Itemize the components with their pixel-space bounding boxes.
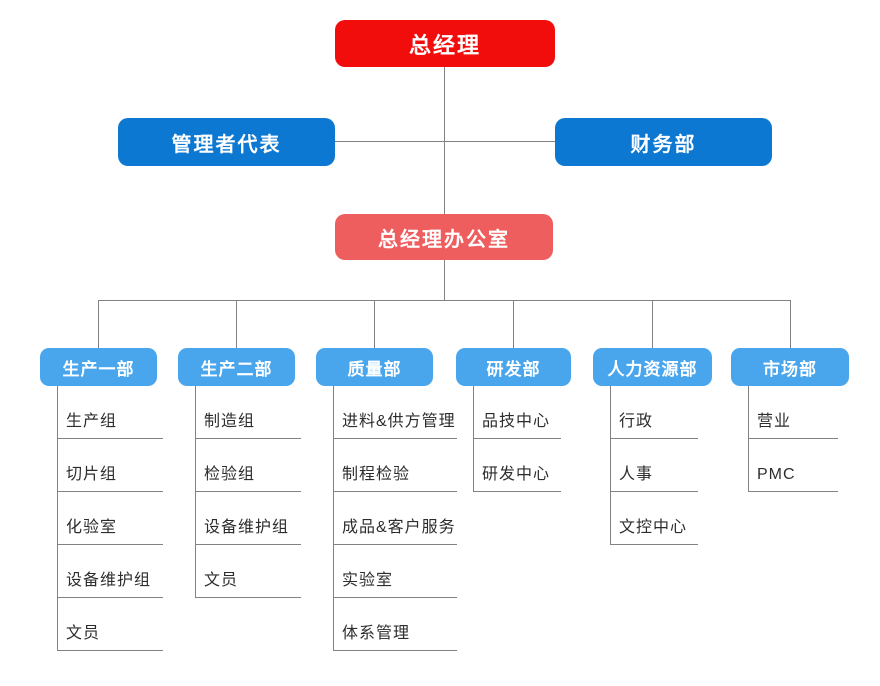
sub-unit-label: 品技中心 (482, 413, 551, 430)
sub-unit-label: 制程检验 (342, 466, 411, 483)
node-label: 管理者代表 (171, 133, 282, 156)
sub-unit-label: 进料&供方管理 (342, 413, 456, 430)
node-label: 市场部 (763, 359, 817, 379)
node-label: 生产一部 (62, 359, 135, 379)
sub-unit-label: 切片组 (66, 466, 118, 483)
sub-unit-item: 文员 (196, 545, 301, 598)
connector-drop-marketing (790, 300, 791, 348)
node-dept-production-2: 生产二部 (178, 348, 295, 386)
node-dept-hr: 人力资源部 (593, 348, 712, 386)
node-label: 财务部 (630, 133, 697, 156)
sub-units-quality: 进料&供方管理制程检验成品&客户服务实验室体系管理 (333, 386, 457, 651)
sub-unit-label: 设备维护组 (66, 572, 152, 589)
node-label: 总经理办公室 (378, 228, 510, 251)
node-label: 总经理 (408, 32, 481, 58)
sub-unit-label: 文员 (66, 625, 101, 642)
node-dept-rnd: 研发部 (456, 348, 571, 386)
sub-unit-item: 文员 (58, 598, 163, 651)
node-label: 生产二部 (200, 359, 273, 379)
sub-unit-item: 品技中心 (474, 386, 561, 439)
sub-unit-label: PMC (757, 466, 796, 483)
sub-unit-label: 生产组 (66, 413, 118, 430)
connector-drop-production-1 (98, 300, 99, 348)
node-general-manager: 总经理 (335, 20, 555, 67)
sub-unit-label: 研发中心 (482, 466, 551, 483)
sub-units-rnd: 品技中心研发中心 (473, 386, 561, 492)
node-management-representative: 管理者代表 (118, 118, 335, 166)
sub-unit-label: 化验室 (66, 519, 118, 536)
sub-unit-label: 营业 (757, 413, 792, 430)
sub-unit-item: 人事 (611, 439, 698, 492)
connector-drop-production-2 (236, 300, 237, 348)
sub-unit-label: 检验组 (204, 466, 256, 483)
sub-units-production-2: 制造组检验组设备维护组文员 (195, 386, 301, 598)
connector-department-bus (98, 300, 791, 301)
sub-unit-item: 体系管理 (334, 598, 457, 651)
sub-unit-item: 生产组 (58, 386, 163, 439)
sub-unit-item: 成品&客户服务 (334, 492, 457, 545)
sub-unit-label: 实验室 (342, 572, 394, 589)
sub-unit-item: 实验室 (334, 545, 457, 598)
sub-unit-item: 行政 (611, 386, 698, 439)
sub-unit-item: 文控中心 (611, 492, 698, 545)
sub-units-production-1: 生产组切片组化验室设备维护组文员 (57, 386, 163, 651)
node-dept-quality: 质量部 (316, 348, 433, 386)
sub-unit-item: 检验组 (196, 439, 301, 492)
node-label: 质量部 (347, 359, 402, 379)
node-dept-production-1: 生产一部 (40, 348, 157, 386)
sub-unit-label: 文员 (204, 572, 239, 589)
node-finance-dept: 财务部 (555, 118, 772, 166)
node-dept-marketing: 市场部 (731, 348, 849, 386)
connector-office-to-bus (444, 260, 445, 301)
sub-unit-item: 营业 (749, 386, 838, 439)
sub-unit-item: 进料&供方管理 (334, 386, 457, 439)
sub-unit-label: 设备维护组 (204, 519, 290, 536)
connector-drop-hr (652, 300, 653, 348)
sub-unit-label: 文控中心 (619, 519, 688, 536)
sub-unit-item: 设备维护组 (196, 492, 301, 545)
sub-unit-label: 行政 (619, 413, 654, 430)
sub-units-hr: 行政人事文控中心 (610, 386, 698, 545)
sub-unit-item: 制程检验 (334, 439, 457, 492)
sub-unit-item: 设备维护组 (58, 545, 163, 598)
node-label: 研发部 (486, 359, 541, 379)
sub-units-marketing: 营业 PMC (748, 386, 838, 492)
node-gm-office: 总经理办公室 (335, 214, 553, 260)
sub-unit-label: 成品&客户服务 (342, 519, 456, 536)
sub-unit-label: 体系管理 (342, 625, 411, 642)
sub-unit-item: 化验室 (58, 492, 163, 545)
sub-unit-item: 制造组 (196, 386, 301, 439)
node-label: 人力资源部 (607, 359, 698, 379)
connector-drop-rnd (513, 300, 514, 348)
connector-level2 (335, 141, 555, 142)
sub-unit-label: 制造组 (204, 413, 256, 430)
sub-unit-item: PMC (749, 439, 838, 492)
sub-unit-item: 研发中心 (474, 439, 561, 492)
sub-unit-label: 人事 (619, 466, 654, 483)
connector-drop-quality (374, 300, 375, 348)
sub-unit-item: 切片组 (58, 439, 163, 492)
